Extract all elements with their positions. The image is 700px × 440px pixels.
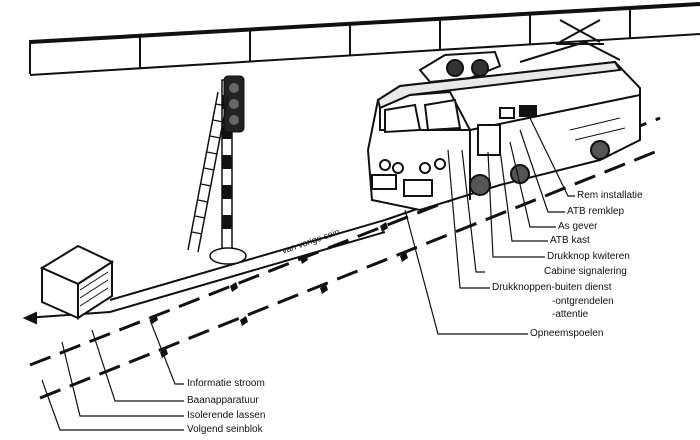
trackside-cabinet xyxy=(39,244,115,320)
information-current-loop xyxy=(22,207,421,325)
label-atb-kast: ATB kast xyxy=(550,235,590,246)
label-volgend-seinblok: Volgend seinblok xyxy=(187,424,263,435)
label-baanapparatuur: Baanapparatuur xyxy=(187,395,259,406)
label-cabine-signalering: Cabine signalering xyxy=(544,266,627,277)
label-atb-remklep: ATB remklep xyxy=(567,206,625,217)
signal-mast xyxy=(187,75,247,265)
leader-lines-left xyxy=(41,319,184,431)
label-attentie: -attentie xyxy=(552,309,589,320)
label-informatie-stroom: Informatie stroom xyxy=(187,378,265,389)
locomotive xyxy=(366,19,641,212)
label-rem-installatie: Rem installatie xyxy=(577,190,643,201)
leader-lines-right xyxy=(404,117,575,335)
label-opneemspoelen: Opneemspoelen xyxy=(530,328,604,339)
label-as-gever: As gever xyxy=(558,221,598,232)
label-isolerende-lassen: Isolerende lassen xyxy=(187,410,266,421)
label-ontgrendelen: -ontgrendelen xyxy=(552,296,614,307)
label-drukknop-kwiteren: Drukknop kwiteren xyxy=(547,251,630,262)
overhead-catenary xyxy=(29,2,700,76)
track-coil-markers xyxy=(150,222,408,358)
label-drukknoppen-buiten-dienst: Drukknoppen-buiten dienst xyxy=(492,282,612,293)
